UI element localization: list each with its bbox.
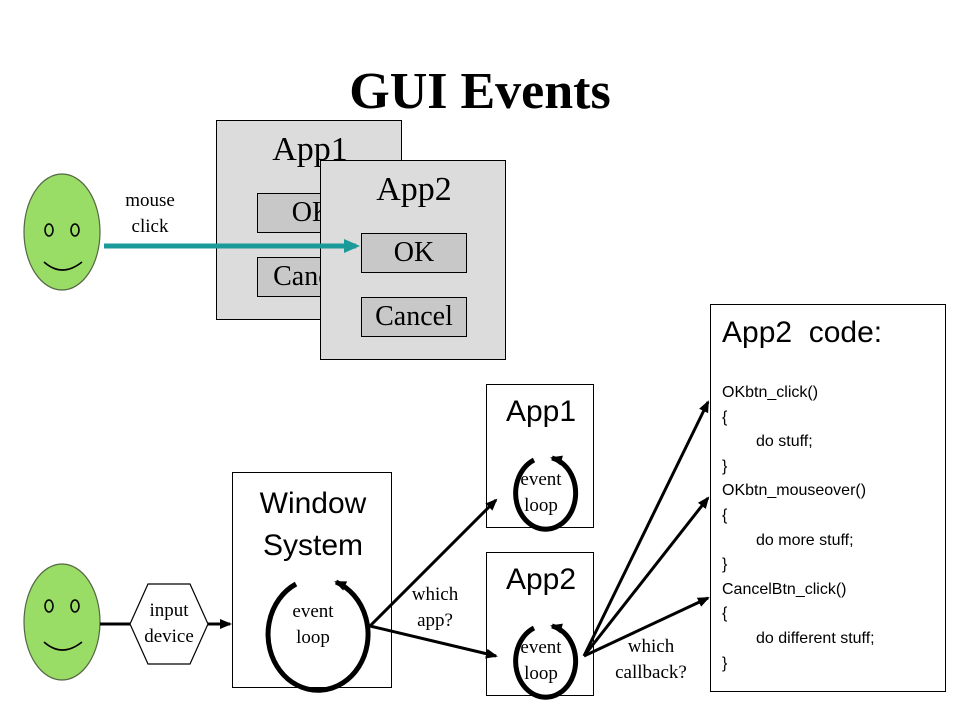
app2-loop-label: event loop (501, 635, 581, 687)
mouse-click-label-line2: click (131, 216, 169, 237)
to-okbtn-click-arrow (582, 400, 710, 657)
which-app-line2: app? (417, 610, 453, 631)
app1-loop-title: App1 (505, 395, 577, 428)
app2-loop-box: App2 event loop (486, 552, 594, 696)
to-okbtn-mouseover-arrow (582, 496, 710, 657)
which-callback-label: which callback? (596, 634, 706, 686)
input-device-line2: device (144, 626, 194, 647)
app1-loop-ring (513, 455, 579, 532)
app2-window-title: App2 (376, 171, 452, 208)
code-line: do different stuff; (756, 630, 875, 647)
code-line: { (722, 408, 728, 426)
mouse-click-label: mouse click (110, 188, 190, 240)
window-system-title-line1: Window (259, 487, 367, 520)
user-face-icon-top (23, 173, 101, 291)
which-app-label: which app? (400, 582, 470, 634)
app2-loop-line2: loop (524, 663, 558, 684)
window-system-title-line2: System (262, 529, 364, 562)
app2-ok-button[interactable]: OK (361, 233, 467, 273)
code-line: do more stuff; (756, 531, 854, 549)
mouse-click-label-line1: mouse (125, 190, 175, 211)
code-line: OKbtn_mouseover() (722, 482, 867, 500)
code-panel-title: App2 code: (722, 316, 883, 349)
which-callback-line1: which (627, 636, 675, 657)
window-system-loop-line2: loop (296, 627, 330, 648)
app2-cancel-button[interactable]: Cancel (361, 297, 467, 337)
window-system-title: Window System (233, 483, 393, 567)
to-app2-arrow (369, 624, 498, 659)
code-line: } (722, 457, 728, 475)
window-system-box: Window System event loop (232, 472, 392, 688)
window-system-loop-label: event loop (273, 599, 353, 651)
app1-loop-line1: event (520, 469, 562, 490)
page-title: GUI Events (349, 63, 611, 120)
code-panel (710, 304, 946, 692)
code-line: do stuff; (756, 433, 813, 451)
app1-loop-line2: loop (524, 495, 558, 516)
code-line: { (722, 507, 728, 524)
app2-loop-title: App2 (505, 563, 577, 596)
to-app1-arrow (368, 498, 498, 628)
app2-window: App2 OK Cancel (320, 160, 506, 360)
which-app-line1: which (411, 584, 459, 605)
input-device-line1: input (149, 600, 189, 621)
code-line: } (722, 556, 728, 574)
which-callback-line2: callback? (615, 662, 687, 683)
code-line: } (722, 654, 728, 672)
code-line: { (722, 605, 728, 623)
code-line: OKbtn_click() (722, 384, 819, 401)
user-face-icon-bottom (23, 563, 101, 681)
to-cancelbtn-click-arrow (583, 596, 710, 658)
app1-loop-label: event loop (501, 467, 581, 519)
app2-loop-ring (513, 623, 579, 700)
window-system-loop-ring (265, 579, 371, 693)
input-device-label: input device (134, 598, 204, 650)
app2-loop-line1: event (520, 637, 562, 658)
window-system-loop-line1: event (292, 601, 334, 622)
code-line: CancelBtn_click() (722, 580, 847, 598)
